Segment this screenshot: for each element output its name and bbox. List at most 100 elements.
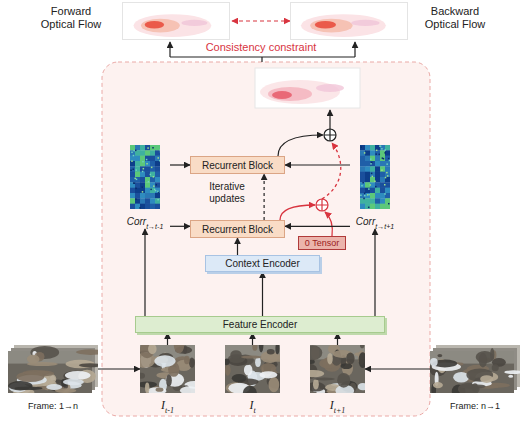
- correlation-cell: [374, 181, 376, 183]
- correlation-cell: [385, 172, 390, 178]
- correlation-cell: [135, 150, 137, 152]
- photo-detail: [174, 345, 184, 353]
- process-box: Recurrent Block: [190, 156, 285, 174]
- frame-caption: It+1: [310, 395, 365, 415]
- symbol-name: Corr: [127, 216, 146, 227]
- flow-blob: [260, 80, 340, 104]
- correlation-cell: [379, 145, 381, 147]
- correlation-cell: [142, 191, 144, 193]
- connector-arrow: [285, 164, 350, 165]
- correlation-cell: [155, 166, 160, 172]
- frame-caption: Frame: 1→n: [8, 395, 98, 413]
- symbol-subscript: t+1: [334, 406, 346, 415]
- correlation-cell: [155, 177, 160, 183]
- image-node: It: [225, 345, 280, 413]
- photo-detail: [255, 357, 261, 367]
- correlation-cell: [375, 166, 380, 172]
- correlation-cell: [155, 156, 160, 162]
- iteration-line: [322, 143, 341, 199]
- correlation-cell: [156, 184, 158, 186]
- correlation-cell: [370, 177, 375, 183]
- correlation-cell: [130, 150, 135, 156]
- image-node: Frame: 1→n: [8, 345, 98, 411]
- add-symbol: [324, 129, 336, 141]
- photo-detail: [154, 355, 175, 367]
- correlation-cell: [151, 167, 153, 169]
- correlation-cell: [365, 150, 370, 156]
- correlation-cell: [135, 156, 140, 162]
- correlation-cell: [135, 161, 140, 167]
- correlation-cell: [140, 156, 145, 162]
- flow-blob: [301, 14, 386, 37]
- connector-arrow: [237, 238, 238, 255]
- correlation-cell: [364, 193, 366, 195]
- correlation-cell: [385, 145, 390, 151]
- correlation-cell: [130, 198, 135, 204]
- annotation-text: Iterative updates: [209, 181, 245, 204]
- correlation-map: [130, 145, 160, 209]
- photo-detail: [232, 374, 247, 382]
- correlation-cell: [155, 172, 160, 178]
- correlation-cell: [360, 150, 365, 156]
- correlation-cell: [385, 156, 390, 162]
- correlation-cell: [130, 170, 132, 172]
- correlation-cell: [384, 193, 386, 195]
- correlation-cell: [380, 182, 385, 188]
- correlation-cell: [150, 172, 155, 178]
- correlation-cell: [158, 191, 160, 193]
- edge-label: Consistency constraint: [204, 41, 319, 54]
- correlation-cell: [376, 150, 378, 152]
- correlation-cell: [133, 182, 135, 184]
- correlation-cell: [145, 172, 150, 178]
- frame-photo: [8, 346, 98, 393]
- photo-detail: [433, 382, 443, 388]
- frame-stack: [8, 345, 98, 393]
- correlation-cell: [139, 207, 141, 209]
- correlation-cell: [159, 160, 160, 162]
- correlation-cell: [360, 166, 365, 172]
- correlation-cell: [150, 189, 152, 191]
- correlation-cell: [155, 150, 160, 156]
- correlation-cell: [370, 145, 375, 151]
- correlation-cell: [155, 145, 160, 151]
- correlation-cell: [133, 150, 135, 152]
- correlation-cell: [135, 204, 140, 209]
- correlation-cell: [385, 198, 390, 204]
- photo-detail: [430, 358, 438, 366]
- correlation-cell: [135, 188, 140, 194]
- photo-detail: [79, 363, 98, 367]
- symbol-subscript: t→t-1: [146, 223, 163, 230]
- correlation-cell: [385, 161, 390, 167]
- correlation-cell: [368, 194, 370, 196]
- edge-label-text: Consistency constraint: [206, 41, 317, 53]
- correlation-cell: [141, 186, 143, 188]
- correlation-cell: [360, 182, 365, 188]
- correlation-cell: [380, 204, 385, 209]
- correlation-cell: [386, 163, 388, 165]
- flow-caption: Backward Optical Flow: [418, 5, 492, 31]
- correlation-cell: [380, 188, 385, 194]
- photo-detail: [360, 345, 364, 348]
- correlation-cell: [135, 172, 140, 178]
- photo-detail: [313, 379, 319, 390]
- correlation-cell: [380, 161, 385, 167]
- photo-detail: [147, 387, 166, 393]
- correlation-cell: [368, 207, 370, 209]
- symbol-subscript: t→t+1: [375, 223, 394, 230]
- correlation-cell: [134, 178, 136, 180]
- correlation-cell: [375, 177, 380, 183]
- correlation-cell: [143, 168, 145, 170]
- photo-detail: [358, 383, 365, 390]
- output-arrow: [354, 42, 355, 57]
- correlation-map: [360, 145, 390, 209]
- correlation-cell: [380, 198, 385, 204]
- correlation-cell: [371, 173, 373, 175]
- correlation-cell: [130, 172, 135, 178]
- photo-detail: [241, 355, 262, 358]
- correlation-cell: [145, 193, 150, 199]
- symbol-subscript: t-1: [165, 406, 174, 415]
- correlation-cell: [140, 161, 145, 167]
- correlation-cell: [387, 175, 389, 177]
- correlation-cell: [380, 145, 385, 151]
